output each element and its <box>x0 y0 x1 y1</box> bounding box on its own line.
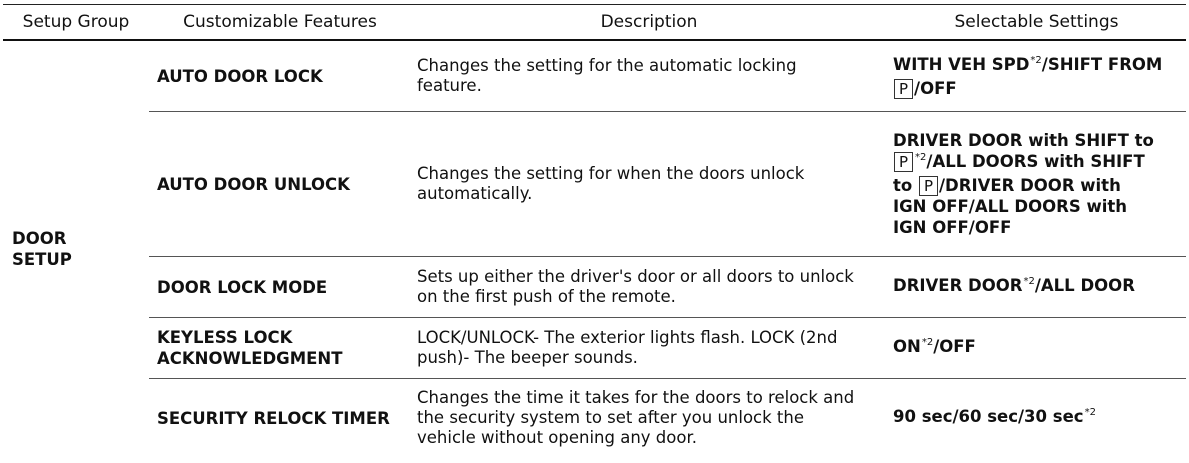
setting-text: /DRIVER DOOR with <box>939 176 1121 195</box>
footnote-mark: *2 <box>915 152 927 163</box>
setting-text: 90 sec/60 sec/30 sec <box>893 407 1084 426</box>
setup-group-line1: DOOR <box>12 229 67 248</box>
settings-cell: ON*2/OFF <box>887 317 1186 379</box>
setting-text: WITH VEH SPD <box>893 54 1030 74</box>
settings-cell: DRIVER DOOR with SHIFT to P*2/ALL DOORS … <box>887 111 1186 257</box>
setting-text: /OFF <box>914 78 957 98</box>
description-line: push)- The beeper sounds. <box>417 348 638 367</box>
table-row: KEYLESS LOCK ACKNOWLEDGMENT LOCK/UNLOCK-… <box>3 317 1186 379</box>
setting-line: IGN OFF/ALL DOORS with <box>893 197 1127 216</box>
feature-cell: DOOR LOCK MODE <box>149 256 411 318</box>
description-line: Sets up either the driver's door or all … <box>417 267 854 286</box>
setup-group-cell: DOOR SETUP <box>3 40 149 457</box>
footnote-mark: *2 <box>1030 54 1042 66</box>
description-line: Changes the setting for when the doors u… <box>417 164 805 183</box>
settings-cell: WITH VEH SPD*2/SHIFT FROM P/OFF <box>887 40 1186 112</box>
description-cell: Sets up either the driver's door or all … <box>411 256 887 318</box>
gear-p-box: P <box>918 176 939 196</box>
setting-text: to <box>893 176 913 195</box>
description-cell: Changes the setting for the automatic lo… <box>411 40 887 112</box>
feature-acknowledgment: ACKNOWLEDGMENT <box>157 349 343 368</box>
description-line: Changes the time it takes for the doors … <box>417 388 855 407</box>
feature-door-lock-mode: DOOR LOCK MODE <box>157 277 328 297</box>
settings-cell: 90 sec/60 sec/30 sec*2 <box>887 378 1186 457</box>
footnote-mark: *2 <box>921 337 934 348</box>
description-cell: Changes the setting for when the doors u… <box>411 111 887 257</box>
setting-text: /ALL DOOR <box>1034 276 1135 295</box>
gear-p-box: P <box>894 152 914 172</box>
door-setup-table: Setup Group Customizable Features Descri… <box>3 4 1186 457</box>
description-line: feature. <box>417 76 482 95</box>
header-setup-group: Setup Group <box>3 4 149 41</box>
description-line: automatically. <box>417 184 533 203</box>
footnote-mark: *2 <box>1084 407 1096 418</box>
setting-line: DRIVER DOOR with SHIFT to <box>893 131 1154 150</box>
header-description: Description <box>411 4 887 41</box>
table-row: AUTO DOOR UNLOCK Changes the setting for… <box>3 111 1186 257</box>
setting-text: /SHIFT FROM <box>1041 54 1163 74</box>
setting-text: ON <box>893 337 921 356</box>
feature-cell: AUTO DOOR UNLOCK <box>149 111 411 257</box>
table-row: DOOR SETUP AUTO DOOR LOCK Changes the se… <box>3 40 1186 270</box>
setup-group-line2: SETUP <box>12 250 72 269</box>
feature-security-relock-timer: SECURITY RELOCK TIMER <box>157 408 390 428</box>
description-line: Changes the setting for the automatic lo… <box>417 56 797 75</box>
settings-cell: DRIVER DOOR*2/ALL DOOR <box>887 256 1186 318</box>
description-cell: LOCK/UNLOCK- The exterior lights flash. … <box>411 317 887 379</box>
description-line: vehicle without opening any door. <box>417 428 697 447</box>
setting-text: /OFF <box>933 337 976 356</box>
feature-cell: AUTO DOOR LOCK <box>149 40 411 112</box>
table-row: SECURITY RELOCK TIMER Changes the time i… <box>3 378 1186 457</box>
gear-p-box: P <box>894 78 914 99</box>
header-customizable-features: Customizable Features <box>149 4 411 41</box>
setting-line: IGN OFF/OFF <box>893 218 1012 237</box>
feature-cell: KEYLESS LOCK ACKNOWLEDGMENT <box>149 317 411 379</box>
feature-cell: SECURITY RELOCK TIMER <box>149 378 411 457</box>
header-selectable-settings: Selectable Settings <box>887 4 1186 41</box>
description-line: LOCK/UNLOCK- The exterior lights flash. … <box>417 328 838 347</box>
feature-auto-door-unlock: AUTO DOOR UNLOCK <box>157 174 350 194</box>
setting-text: /ALL DOORS with SHIFT <box>926 152 1145 171</box>
footnote-mark: *2 <box>1023 276 1035 287</box>
setting-text: DRIVER DOOR <box>893 276 1023 295</box>
table-row: DOOR LOCK MODE Sets up either the driver… <box>3 256 1186 318</box>
table-header-row: Setup Group Customizable Features Descri… <box>3 4 1186 41</box>
feature-auto-door-lock: AUTO DOOR LOCK <box>157 66 323 86</box>
description-line: the security system to set after you unl… <box>417 408 805 427</box>
feature-keyless-lock: KEYLESS LOCK <box>157 328 293 347</box>
description-line: on the first push of the remote. <box>417 287 676 306</box>
description-cell: Changes the time it takes for the doors … <box>411 378 887 457</box>
